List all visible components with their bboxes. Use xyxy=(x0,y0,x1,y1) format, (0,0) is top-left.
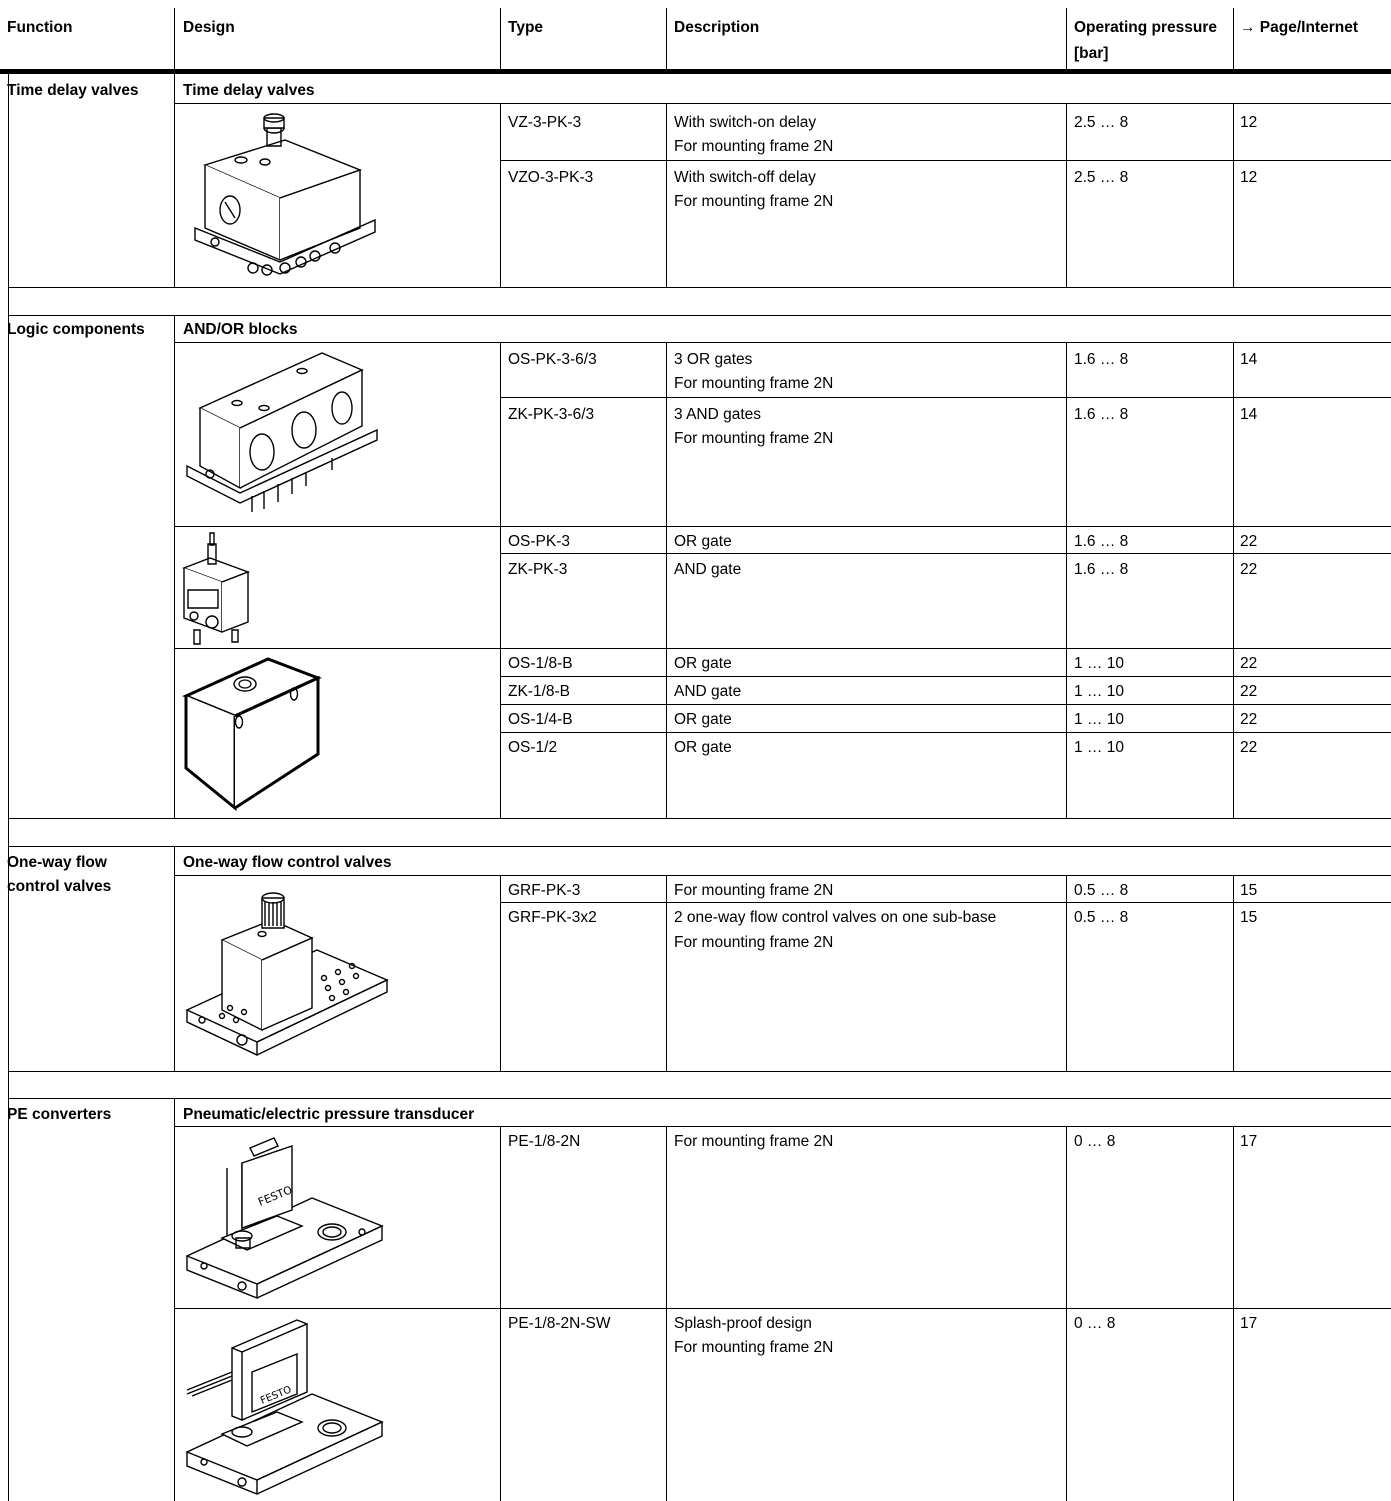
type-cell: PE-1/8-2N-SW xyxy=(508,1315,611,1332)
type-cell: VZ-3-PK-3 xyxy=(508,114,582,131)
pressure-cell: 2.5 … 8 xyxy=(1074,169,1129,186)
pe-converter-splash-proof-icon: FESTO xyxy=(182,1312,387,1498)
pressure-cell: 1 … 10 xyxy=(1074,683,1124,700)
pressure-cell: 0 … 8 xyxy=(1074,1133,1116,1150)
description-line: Splash-proof design xyxy=(674,1315,812,1332)
type-cell: OS-1/8-B xyxy=(508,655,573,672)
description-line: For mounting frame 2N xyxy=(674,1339,834,1356)
design-group-title: Time delay valves xyxy=(183,82,315,99)
page-cell: 12 xyxy=(1240,114,1258,131)
design-group-title: One-way flow control valves xyxy=(183,854,392,871)
time-delay-valve-icon xyxy=(185,110,390,280)
description-line: For mounting frame 2N xyxy=(674,138,834,155)
function-label: Logic components xyxy=(7,321,145,338)
pressure-cell: 1.6 … 8 xyxy=(1074,533,1129,550)
pressure-cell: 1 … 10 xyxy=(1074,655,1124,672)
type-cell: GRF-PK-3x2 xyxy=(508,909,597,926)
pressure-cell: 1 … 10 xyxy=(1074,711,1124,728)
description-line: For mounting frame 2N xyxy=(674,934,834,951)
page-cell: 22 xyxy=(1240,711,1258,728)
type-cell: ZK-1/8-B xyxy=(508,683,571,700)
pressure-cell: 0 … 8 xyxy=(1074,1315,1116,1332)
description-line: For mounting frame 2N xyxy=(674,193,834,210)
pressure-cell: 0.5 … 8 xyxy=(1074,882,1129,899)
type-cell: ZK-PK-3 xyxy=(508,561,568,578)
flow-control-valve-icon xyxy=(182,880,392,1066)
description-line: OR gate xyxy=(674,711,732,728)
description-line: OR gate xyxy=(674,655,732,672)
description-line: For mounting frame 2N xyxy=(674,882,834,899)
page-cell: 15 xyxy=(1240,882,1258,899)
description-line: OR gate xyxy=(674,739,732,756)
pe-converter-icon: FESTO xyxy=(182,1128,387,1300)
type-cell: ZK-PK-3-6/3 xyxy=(508,406,595,423)
page-cell: 22 xyxy=(1240,561,1258,578)
and-or-block-icon xyxy=(182,348,382,516)
type-cell: PE-1/8-2N xyxy=(508,1133,581,1150)
description-line: OR gate xyxy=(674,533,732,550)
header-function: Function xyxy=(7,19,73,36)
type-cell: OS-1/2 xyxy=(508,739,558,756)
description-line: 3 AND gates xyxy=(674,406,762,423)
page-cell: 15 xyxy=(1240,909,1258,926)
function-label: One-way flow xyxy=(7,854,107,871)
type-cell: GRF-PK-3 xyxy=(508,882,581,899)
header-rule xyxy=(0,69,1391,74)
logic-block-housing-icon xyxy=(183,656,323,812)
page-cell: 22 xyxy=(1240,655,1258,672)
pressure-cell: 0.5 … 8 xyxy=(1074,909,1129,926)
header-design: Design xyxy=(183,19,235,36)
description-line: With switch-off delay xyxy=(674,169,816,186)
pressure-cell: 1 … 10 xyxy=(1074,739,1124,756)
description-line: 3 OR gates xyxy=(674,351,753,368)
pressure-cell: 1.6 … 8 xyxy=(1074,351,1129,368)
description-line: For mounting frame 2N xyxy=(674,1133,834,1150)
design-group-title: AND/OR blocks xyxy=(183,321,298,338)
header-pressure-line1: Operating pressure xyxy=(1074,19,1217,36)
page-cell: 12 xyxy=(1240,169,1258,186)
description-line: AND gate xyxy=(674,683,742,700)
pressure-cell: 1.6 … 8 xyxy=(1074,406,1129,423)
pressure-cell: 1.6 … 8 xyxy=(1074,561,1129,578)
function-label: Time delay valves xyxy=(7,82,139,99)
description-line: With switch-on delay xyxy=(674,114,817,131)
header-type: Type xyxy=(508,19,544,36)
page-cell: 22 xyxy=(1240,683,1258,700)
header-pressure-line2: [bar] xyxy=(1074,45,1109,62)
description-line: For mounting frame 2N xyxy=(674,430,834,447)
function-label: control valves xyxy=(7,878,112,895)
type-cell: OS-PK-3 xyxy=(508,533,571,550)
page-cell: 22 xyxy=(1240,533,1258,550)
header-page: → Page/Internet xyxy=(1240,19,1358,36)
page-cell: 17 xyxy=(1240,1315,1258,1332)
page-cell: 14 xyxy=(1240,351,1258,368)
page-cell: 14 xyxy=(1240,406,1258,423)
pressure-cell: 2.5 … 8 xyxy=(1074,114,1129,131)
description-line: For mounting frame 2N xyxy=(674,375,834,392)
type-cell: VZO-3-PK-3 xyxy=(508,169,594,186)
description-line: 2 one-way flow control valves on one sub… xyxy=(674,909,997,926)
page-cell: 22 xyxy=(1240,739,1258,756)
design-group-title: Pneumatic/electric pressure transducer xyxy=(183,1106,475,1123)
type-cell: OS-1/4-B xyxy=(508,711,573,728)
header-description: Description xyxy=(674,19,760,36)
single-logic-valve-icon xyxy=(180,530,255,645)
page-cell: 17 xyxy=(1240,1133,1258,1150)
function-label: PE converters xyxy=(7,1106,112,1123)
description-line: AND gate xyxy=(674,561,742,578)
type-cell: OS-PK-3-6/3 xyxy=(508,351,597,368)
